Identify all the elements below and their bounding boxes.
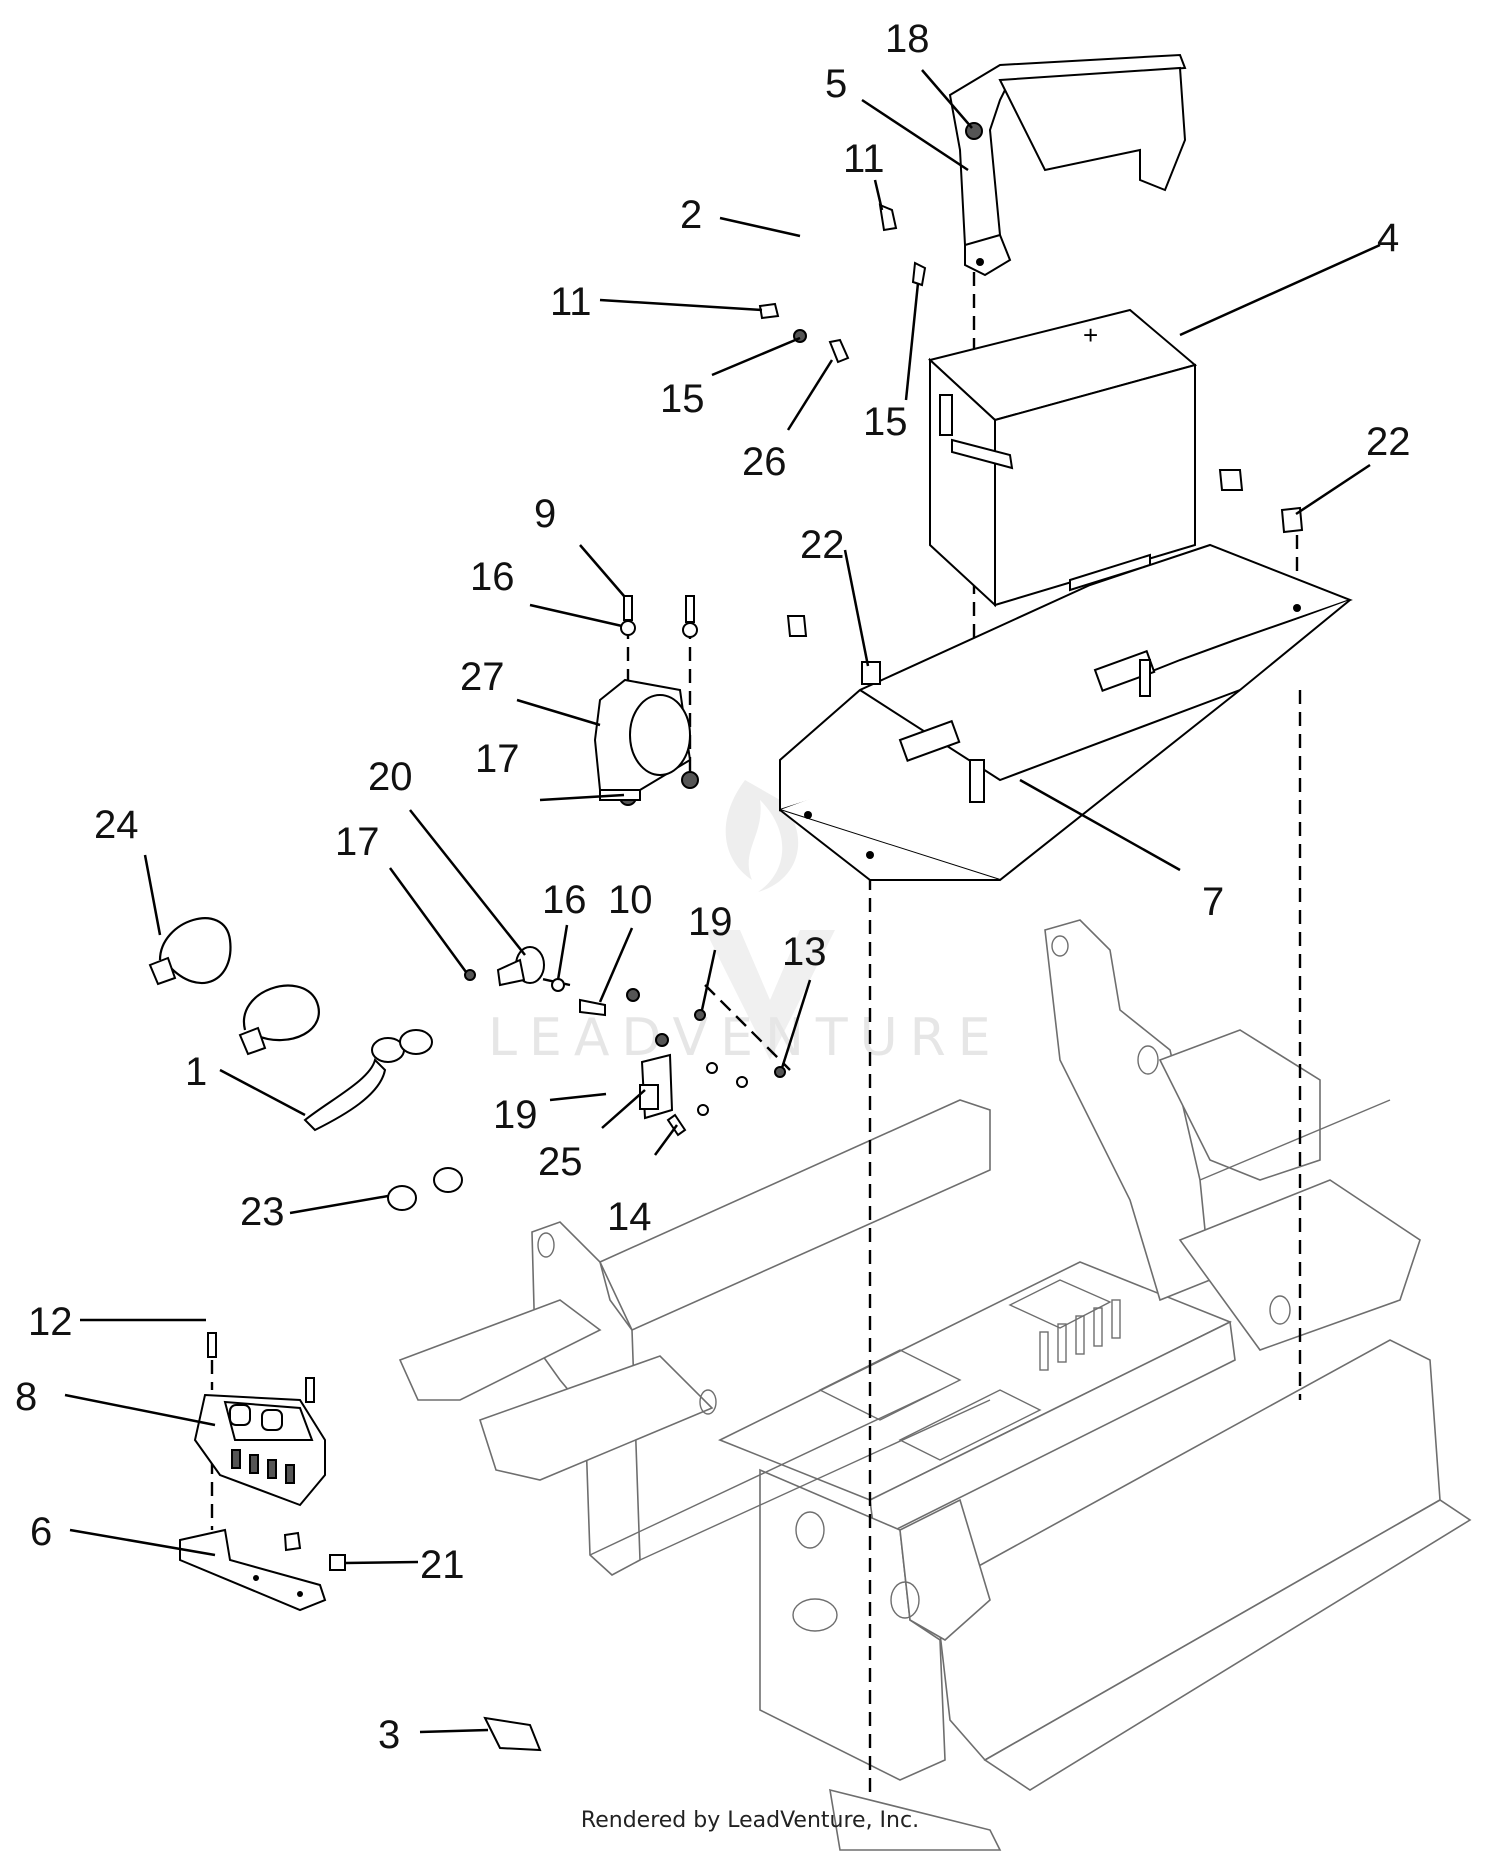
callout-6: 6 (30, 1510, 52, 1554)
leader-lines (64, 69, 1381, 1734)
callout-25: 25 (538, 1140, 583, 1184)
chassis-frame (398, 919, 1472, 1851)
callout-17-b: 17 (335, 820, 380, 864)
callout-26: 26 (742, 440, 787, 484)
callout-9: 9 (534, 492, 556, 536)
callout-14: 14 (607, 1195, 652, 1239)
callout-8: 8 (15, 1375, 37, 1419)
backup-alarm (593, 678, 692, 801)
fuse-block-bracket (179, 1528, 346, 1612)
relay-and-mount (464, 946, 786, 1137)
callout-16-b: 16 (542, 878, 587, 922)
callout-19: 19 (688, 900, 733, 944)
battery-terminal-mark: + (1083, 320, 1098, 350)
callout-7: 7 (1202, 880, 1224, 924)
callout-3: 3 (378, 1713, 400, 1757)
cable-ties (148, 917, 320, 1056)
callout-2: 2 (680, 193, 702, 237)
callout-22-b: 22 (800, 523, 845, 567)
battery-tray (779, 543, 1353, 882)
callout-12: 12 (28, 1300, 73, 1344)
callout-21: 21 (420, 1543, 465, 1587)
callout-1: 1 (185, 1050, 207, 1094)
callout-11: 11 (843, 137, 885, 181)
callout-18: 18 (885, 17, 930, 61)
callout-17: 17 (475, 737, 520, 781)
callout-19-b: 19 (493, 1093, 538, 1137)
callouts: 18 5 11 2 4 11 15 15 26 22 22 9 16 27 17… (15, 17, 1411, 1757)
callout-13: 13 (782, 930, 827, 974)
small-fasteners (619, 122, 1304, 806)
callout-10: 10 (608, 878, 653, 922)
battery-hold-down-bracket (948, 53, 1187, 277)
connector-3 (483, 1716, 542, 1752)
wire-harness-and-grommets (303, 1029, 463, 1211)
callout-15-b: 15 (863, 400, 908, 444)
fuse-block (193, 1332, 326, 1507)
render-credit: Rendered by LeadVenture, Inc. (580, 1808, 920, 1833)
battery: + (927, 308, 1198, 608)
callout-27: 27 (460, 655, 505, 699)
callout-24: 24 (94, 803, 139, 847)
callout-4: 4 (1377, 216, 1399, 260)
callout-22: 22 (1366, 420, 1411, 464)
callout-16: 16 (470, 555, 515, 599)
watermark-text: LEADVENTURE (488, 1008, 1003, 1068)
callout-5: 5 (825, 62, 847, 106)
callout-23: 23 (240, 1190, 285, 1234)
callout-15: 15 (660, 377, 705, 421)
callout-20: 20 (368, 755, 413, 799)
callout-11-b: 11 (550, 280, 592, 324)
